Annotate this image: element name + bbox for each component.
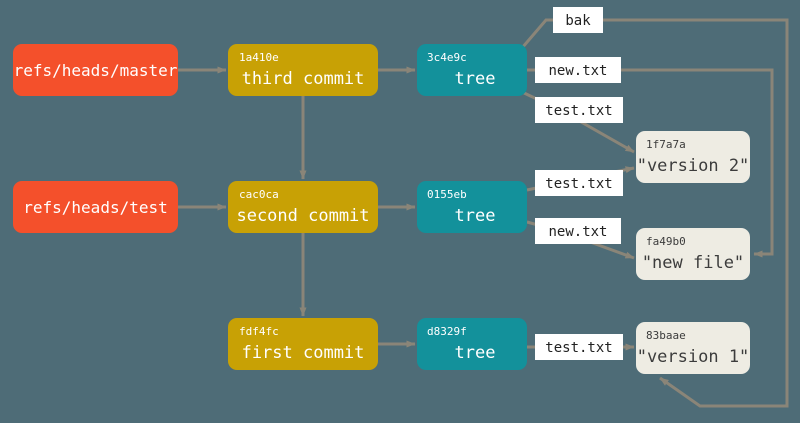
edge-label-test-txt-top-bg [535,97,623,123]
tree-0155eb-box [417,181,527,233]
tree-0155eb-label: tree [455,206,496,226]
ref-test-label: refs/heads/test [23,198,168,217]
edge-label-new-txt-mid: new.txt [535,218,621,244]
edge-tree1-new [527,68,774,258]
edge-label-test-txt-top-text: test.txt [545,103,612,119]
edge-label-test-txt-bottom-text: test.txt [545,340,612,356]
blob-fa49b0-label: "new file" [642,253,744,273]
edge-label-new-txt-top-text: new.txt [548,63,607,79]
tree-3c4e9c-box [417,44,527,96]
commit-second-sha: cac0ca [239,188,279,201]
commit-first-label: first commit [242,343,365,363]
edge-label-test-txt-bottom-bg [535,334,623,360]
blob-83baae-box [636,322,750,374]
ref-master-label: refs/heads/master [14,61,178,80]
commit-third-sha: 1a410e [239,51,279,64]
edge-label-new-txt-top: new.txt [535,57,621,83]
tree-0155eb-sha: 0155eb [427,188,467,201]
blob-1f7a7a-box [636,131,750,183]
edge-label-new-txt-mid-bg [535,218,621,244]
edge-label-bak: bak [553,7,603,33]
node-ref-master[interactable]: refs/heads/master [13,44,178,96]
blob-83baae-sha: 83baae [646,329,686,342]
tree-d8329f-label: tree [455,343,496,363]
edge-label-new-txt-mid-text: new.txt [548,224,607,240]
tree-3c4e9c-label: tree [455,69,496,89]
ref-master-box [13,44,178,96]
commit-second-box [228,181,378,233]
edge-label-new-txt-top-bg [535,57,621,83]
node-commit-third[interactable]: 1a410e third commit [228,44,378,96]
commit-first-sha: fdf4fc [239,325,279,338]
node-blob-83baae[interactable]: 83baae "version 1" [636,322,750,374]
tree-d8329f-sha: d8329f [427,325,467,338]
node-tree-3c4e9c[interactable]: 3c4e9c tree [417,44,527,96]
blob-1f7a7a-sha: 1f7a7a [646,138,686,151]
ref-test-box [13,181,178,233]
blob-fa49b0-sha: fa49b0 [646,235,686,248]
blob-1f7a7a-label: "version 2" [637,156,750,176]
tree-d8329f-box [417,318,527,370]
blob-fa49b0-box [636,228,750,280]
edge-label-test-txt-mid: test.txt [535,170,623,196]
node-ref-test[interactable]: refs/heads/test [13,181,178,233]
edge-label-test-txt-mid-bg [535,170,623,196]
commit-second-label: second commit [236,206,369,226]
blob-83baae-label: "version 1" [637,347,750,367]
node-tree-d8329f[interactable]: d8329f tree [417,318,527,370]
node-commit-first[interactable]: fdf4fc first commit [228,318,378,370]
node-commit-second[interactable]: cac0ca second commit [228,181,378,233]
edge-tree1-bak [520,18,789,408]
tree-3c4e9c-sha: 3c4e9c [427,51,467,64]
edge-label-test-txt-top: test.txt [535,97,623,123]
commit-third-box [228,44,378,96]
edge-label-test-txt-bottom: test.txt [535,334,623,360]
commit-third-label: third commit [242,69,365,89]
commit-first-box [228,318,378,370]
node-blob-1f7a7a[interactable]: 1f7a7a "version 2" [636,131,750,183]
node-blob-fa49b0[interactable]: fa49b0 "new file" [636,228,750,280]
edge-label-bak-text: bak [565,13,591,29]
edge-label-bak-bg [553,7,603,33]
node-tree-0155eb[interactable]: 0155eb tree [417,181,527,233]
edge-label-test-txt-mid-text: test.txt [545,176,612,192]
